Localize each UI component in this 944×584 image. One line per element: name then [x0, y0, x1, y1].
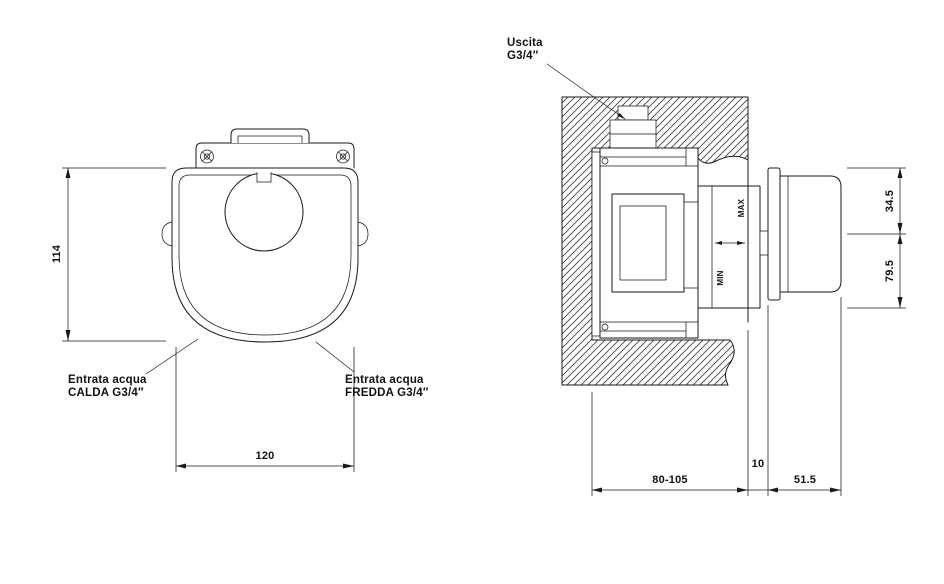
handle — [767, 167, 842, 301]
dimension-gap-value: 10 — [752, 458, 765, 470]
outlet-leader-line — [546, 63, 626, 120]
screw-left-inner — [204, 153, 210, 160]
sleeve-body — [697, 185, 761, 309]
cartridge-inner — [619, 205, 667, 281]
hot-inlet-label-line1: Entrata acqua — [68, 374, 147, 386]
dimension-width-value: 120 — [256, 450, 275, 462]
front-body-outline — [171, 167, 359, 343]
bottom-extension-lines — [591, 297, 842, 496]
handle-body — [779, 175, 842, 293]
wall-section-hatch — [561, 96, 749, 386]
valve-screw-bottom-icon — [601, 323, 609, 331]
dimension-handle-value: 51.5 — [794, 474, 816, 486]
cartridge-connector — [683, 201, 699, 289]
screw-right-icon — [336, 149, 350, 164]
outlet-label-line2: G3/4″ — [507, 50, 539, 62]
valve-section-body — [591, 147, 699, 339]
valve-flange-lines — [599, 147, 699, 339]
mounting-bracket — [195, 128, 355, 169]
side-tab-right — [357, 221, 369, 247]
control-opening — [224, 172, 304, 252]
hot-inlet-label-line2: CALDA G3/4″ — [68, 387, 144, 399]
dimension-depth-value: 80-105 — [652, 474, 687, 486]
screw-right-inner — [340, 153, 346, 160]
cartridge-housing — [611, 193, 685, 293]
cold-inlet-label: Entrata acqua FREDDA G3/4″ — [315, 341, 429, 399]
screw-left-icon — [200, 149, 214, 164]
screw-right-cross — [338, 151, 348, 162]
min-label: MIN — [716, 270, 725, 285]
side-tab-left — [161, 221, 173, 247]
screw-left-cross — [202, 151, 212, 162]
dimension-height-extension-lines — [62, 167, 166, 342]
keyway-notch — [256, 172, 272, 183]
section-view: MAX MIN Uscita G3/4″ 34.5 79.5 — [507, 37, 906, 496]
cold-inlet-leader-line — [315, 341, 355, 373]
front-body-inner-outline — [178, 174, 352, 336]
bottom-dimensions: 80-105 10 51.5 — [591, 297, 842, 496]
front-view: 114 120 Entrata acqua CALDA G3/4″ Entrat… — [51, 128, 429, 472]
dimension-upper-value: 34.5 — [884, 190, 896, 212]
cold-inlet-label-line1: Entrata acqua — [345, 374, 424, 386]
spindle — [759, 230, 769, 256]
hot-inlet-label: Entrata acqua CALDA G3/4″ — [68, 338, 199, 399]
valve-screw-top-icon — [601, 157, 609, 165]
dimension-upper-extension-lines — [847, 167, 906, 235]
dimension-lower: 79.5 — [847, 234, 906, 309]
bracket-base — [195, 142, 355, 169]
dimension-height-value: 114 — [51, 244, 63, 263]
bracket-tab-inner — [237, 135, 303, 144]
dimension-height: 114 — [51, 167, 166, 342]
max-label: MAX — [737, 198, 746, 217]
dimension-width-extension-lines — [175, 347, 355, 472]
dimension-upper: 34.5 — [847, 167, 906, 235]
dimension-width: 120 — [175, 347, 355, 472]
outlet-label: Uscita G3/4″ — [507, 37, 626, 120]
adjustment-sleeve: MAX MIN — [697, 159, 769, 323]
valve-backplate — [591, 151, 601, 337]
cold-inlet-label-line2: FREDDA G3/4″ — [345, 387, 429, 399]
handle-flange — [767, 167, 781, 301]
outlet-stub-top — [617, 105, 649, 121]
outlet-label-line1: Uscita — [507, 37, 543, 49]
dimension-lower-value: 79.5 — [884, 260, 896, 282]
hot-inlet-leader-line — [145, 338, 199, 375]
outlet-fitting — [609, 105, 657, 149]
